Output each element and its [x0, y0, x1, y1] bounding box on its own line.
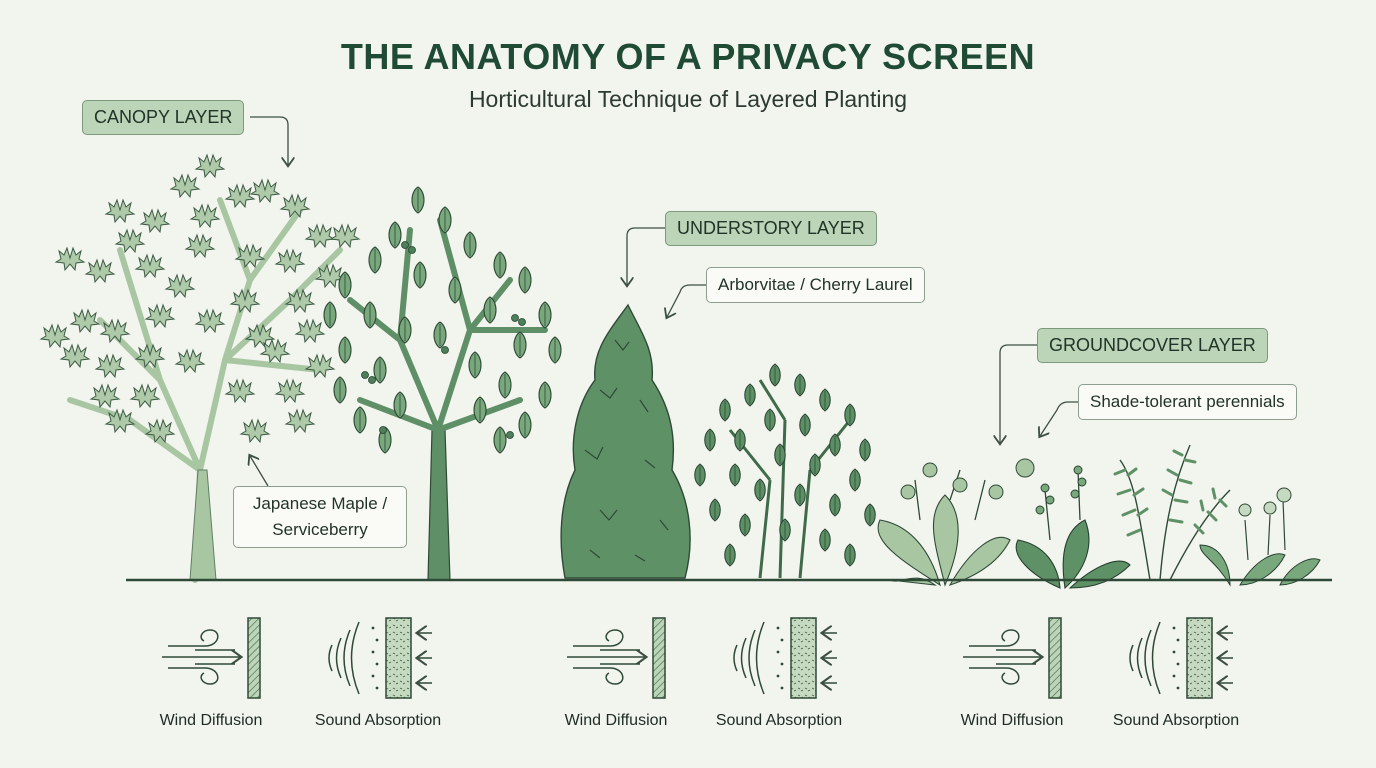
function-icons-3 [963, 618, 1233, 698]
leader-lines [250, 116, 1078, 487]
groundcover-layer-tag: GROUNDCOVER LAYER [1037, 328, 1268, 363]
wind-diffusion-label-3: Wind Diffusion [960, 712, 1064, 729]
wind-diffusion-label-1: Wind Diffusion [159, 712, 263, 729]
arborvitae-shrub [560, 303, 691, 579]
canopy-plants-line1: Japanese Maple / [252, 494, 388, 513]
wind-icon [162, 617, 261, 699]
diagram-subtitle: Horticultural Technique of Layered Plant… [468, 86, 908, 112]
sound-absorption-label-2: Sound Absorption [715, 712, 843, 729]
sound-icon [328, 617, 432, 699]
understory-plants-tag: Arborvitae / Cherry Laurel [706, 267, 925, 303]
sound-absorption-label-1: Sound Absorption [314, 712, 442, 729]
canopy-plants-tag: Japanese Maple / Serviceberry [233, 486, 407, 548]
diagram-title: THE ANATOMY OF A PRIVACY SCREEN [340, 36, 1036, 77]
cherry-laurel-shrub [694, 363, 876, 579]
function-icons-1 [162, 617, 432, 699]
sound-absorption-label-3: Sound Absorption [1112, 712, 1240, 729]
groundcover-perennials [877, 444, 1321, 590]
understory-layer-tag: UNDERSTORY LAYER [665, 211, 877, 246]
function-icons-2 [567, 618, 837, 698]
canopy-layer-tag: CANOPY LAYER [82, 100, 245, 135]
groundcover-plants-tag: Shade-tolerant perennials [1078, 384, 1297, 420]
wind-diffusion-label-2: Wind Diffusion [564, 712, 668, 729]
canopy-plants-line2: Serviceberry [272, 520, 368, 539]
